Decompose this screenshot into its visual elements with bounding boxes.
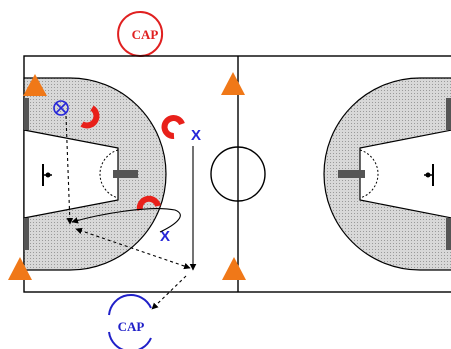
pass-line-bottom xyxy=(151,275,187,310)
left-key xyxy=(23,129,119,219)
defender-icon xyxy=(136,195,161,211)
defender-icon xyxy=(80,105,100,129)
left-baseline-block-top xyxy=(24,98,29,130)
left-baseline-block-bottom xyxy=(24,218,29,250)
pass-line-diagonal xyxy=(75,227,191,270)
cone-icon xyxy=(23,74,47,96)
cap-logo-top: CAP xyxy=(117,11,164,57)
ball-carrier-icon xyxy=(53,100,69,116)
cap-logo-bottom-text: CAP xyxy=(118,319,145,334)
pass-line-vertical xyxy=(65,115,74,225)
player-x-icon: X xyxy=(191,127,201,144)
cap-logo-bottom: CAP xyxy=(108,294,152,349)
cone-icon xyxy=(8,257,32,280)
cone-icon xyxy=(222,257,246,280)
right-key xyxy=(359,129,451,219)
defender-icon xyxy=(161,115,185,139)
cones xyxy=(8,72,246,280)
right-three-point-area xyxy=(323,77,451,271)
cone-icon xyxy=(221,72,245,95)
cap-logo-top-text: CAP xyxy=(132,27,159,42)
right-baseline-block-top xyxy=(446,98,451,130)
defenders xyxy=(80,105,185,211)
cut-path-curve xyxy=(71,208,181,233)
play-lines xyxy=(65,115,197,310)
center-circle xyxy=(210,146,266,202)
left-lane-block xyxy=(113,170,138,178)
left-free-throw-circle xyxy=(99,149,119,199)
left-three-point-area xyxy=(23,77,167,271)
right-baseline-block-bottom xyxy=(446,218,451,250)
player-x-icon: X xyxy=(160,228,170,245)
right-free-throw-circle xyxy=(359,149,379,199)
right-lane-block xyxy=(338,170,365,178)
